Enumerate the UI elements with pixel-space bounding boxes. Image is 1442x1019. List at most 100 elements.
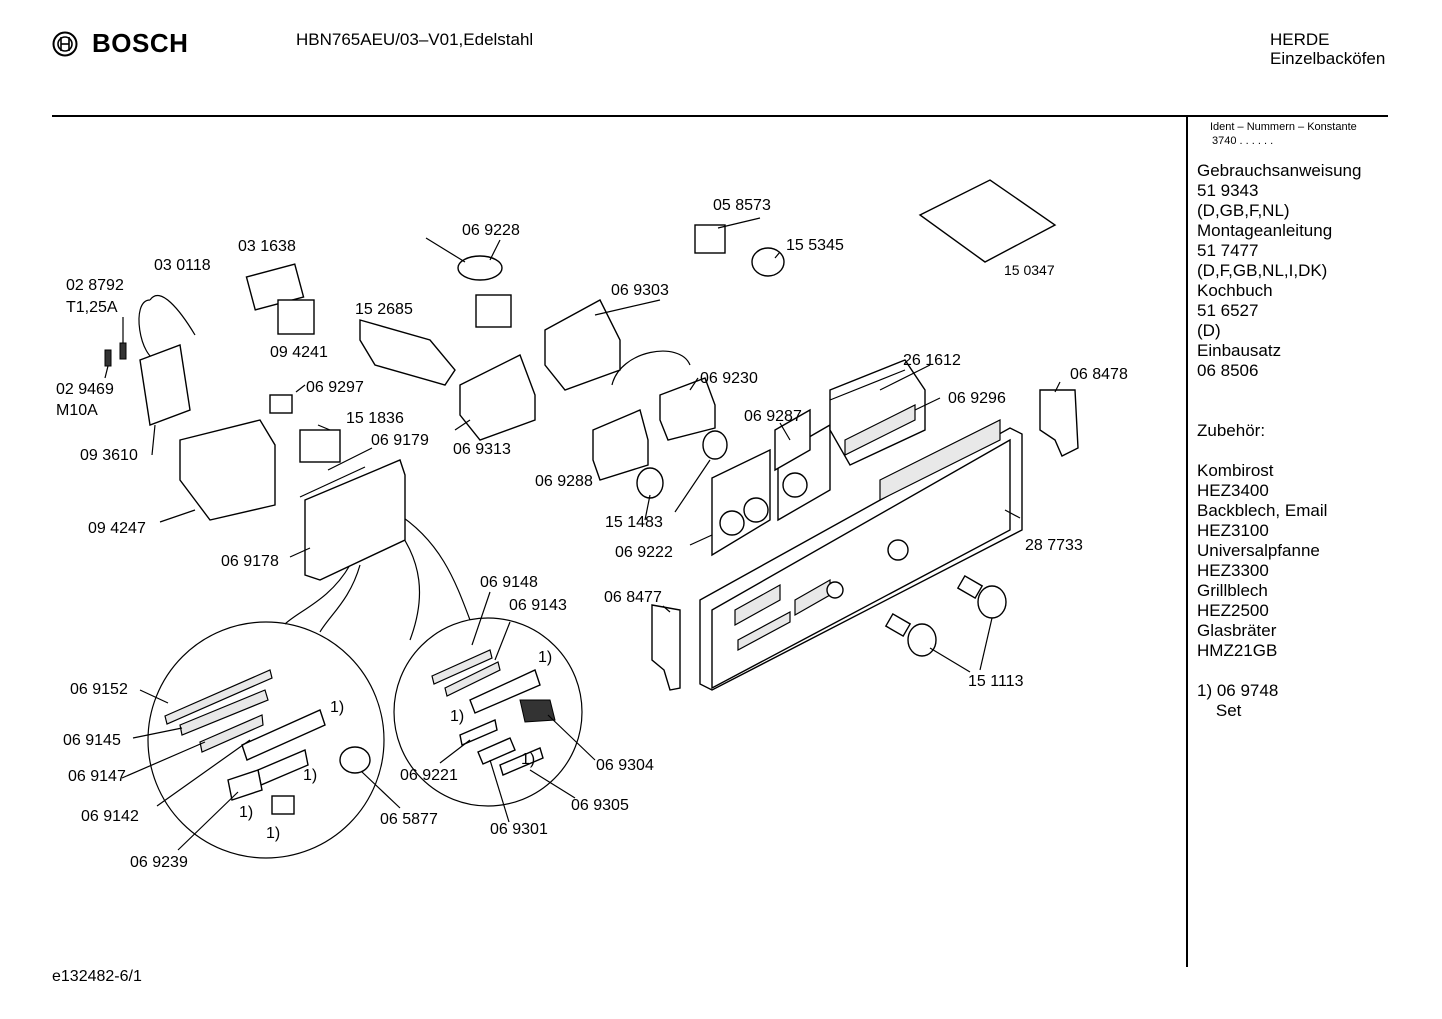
label-030118: 03 0118	[154, 257, 211, 274]
label-150347: 15 0347	[1004, 262, 1055, 278]
label-261612: 26 1612	[903, 352, 961, 369]
sidebar-line: Glasbräter	[1197, 621, 1277, 640]
fuse-part-1	[119, 342, 127, 360]
detail-bar-9143	[444, 661, 501, 697]
label-069221: 06 9221	[400, 767, 458, 784]
detail-bar-9148	[431, 649, 493, 685]
lamp-holder-part	[694, 224, 726, 254]
sidebar-line: HEZ3100	[1197, 521, 1269, 540]
sidebar-line: 1) 06 9748	[1197, 681, 1279, 700]
label-069288: 06 9288	[535, 473, 593, 490]
lamp-part-1836	[299, 429, 341, 463]
detail-key-9239	[227, 769, 263, 801]
zoom-lead-left-2	[319, 564, 361, 633]
lamp-cover-part	[751, 247, 785, 277]
knob-part-4	[702, 430, 728, 460]
sidebar-line: (D,F,GB,NL,I,DK)	[1197, 261, 1328, 280]
category: HERDE Einzelbacköfen	[1270, 30, 1385, 68]
sidebar-line: HEZ3400	[1197, 481, 1269, 500]
fuse-part-2	[104, 349, 112, 367]
sidebar-line: Backblech, Email	[1197, 501, 1328, 520]
note-marker-3: 1)	[239, 804, 253, 821]
sidebar-line: Kochbuch	[1197, 281, 1273, 300]
label-t125a: T1,25A	[66, 299, 118, 316]
model-title: HBN765AEU/03–V01,Edelstahl	[296, 30, 534, 49]
terminal-strip-part	[359, 319, 456, 386]
detail-circle-right	[393, 617, 583, 807]
label-069145: 06 9145	[63, 732, 121, 749]
label-065877: 06 5877	[380, 811, 438, 828]
zoom-lead-left	[284, 564, 351, 625]
label-069304: 06 9304	[596, 757, 654, 774]
ident-caption: Ident – Nummern – Konstante	[1210, 121, 1357, 133]
label-094241: 09 4241	[270, 344, 328, 361]
detail-keys-lower	[257, 749, 309, 786]
detail-keys-right	[469, 669, 541, 714]
switch-module-part	[277, 299, 315, 335]
sidebar-line: Kombirost	[1197, 461, 1274, 480]
label-094247: 09 4247	[88, 520, 146, 537]
label-028792: 02 8792	[66, 277, 124, 294]
rear-bracket-part	[829, 359, 926, 466]
sidebar-line	[1197, 441, 1361, 461]
label-068477: 06 8477	[604, 589, 662, 606]
brand-header: BOSCH	[52, 28, 188, 59]
label-069222: 06 9222	[615, 544, 673, 561]
detail-circle-left	[147, 621, 385, 859]
leader-lines	[104, 217, 1061, 851]
sidebar-line: Set	[1197, 701, 1242, 720]
sidebar-line: HMZ21GB	[1197, 641, 1278, 660]
top-divider	[52, 115, 1388, 117]
sidebar-line: 06 8506	[1197, 361, 1259, 380]
sidebar-line: Einbausatz	[1197, 341, 1282, 360]
sidebar-line: 51 7477	[1197, 241, 1259, 260]
detail-keys-9142	[241, 709, 326, 761]
switch-frame-part	[299, 459, 406, 581]
label-093610: 09 3610	[80, 447, 138, 464]
knob-part-3	[636, 467, 664, 499]
detail-bar-9145	[179, 689, 269, 736]
sidebar-line: 51 9343	[1197, 181, 1259, 200]
sidebar-line: 51 6527	[1197, 301, 1259, 320]
knob-part-1	[956, 574, 1007, 619]
sidebar-line: Montageanleitung	[1197, 221, 1333, 240]
label-069313: 06 9313	[453, 441, 511, 458]
label-151836: 15 1836	[346, 410, 404, 427]
sidebar-line: (D)	[1197, 321, 1221, 340]
label-058573: 05 8573	[713, 197, 771, 214]
switch-block-part-2	[611, 350, 716, 441]
sidebar-line	[1197, 401, 1361, 421]
detail-bar-9221	[459, 719, 498, 746]
sidebar-line: HEZ2500	[1197, 601, 1269, 620]
category-line-2: Einzelbacköfen	[1270, 49, 1386, 68]
control-module-part	[179, 419, 276, 521]
detail-switch-9304	[519, 699, 556, 723]
label-069179: 06 9179	[371, 432, 429, 449]
side-bracket-right-part	[1039, 389, 1079, 457]
label-069147: 06 9147	[68, 768, 126, 785]
label-069142: 06 9142	[81, 808, 139, 825]
label-152685: 15 2685	[355, 301, 413, 318]
label-069228: 06 9228	[462, 222, 520, 239]
note-marker-1: 1)	[330, 699, 344, 716]
screw-bag-part	[918, 179, 1057, 263]
label-151483: 15 1483	[605, 514, 663, 531]
brand-name: BOSCH	[92, 28, 189, 58]
side-bracket-left-part	[651, 604, 681, 691]
detail-bar-9147	[199, 714, 264, 753]
label-151113: 15 1113	[968, 673, 1024, 690]
sidebar-line: Universalpfanne	[1197, 541, 1320, 560]
detail-knob-5877	[339, 746, 371, 774]
detail-cap-part	[271, 795, 295, 815]
ident-block: Ident – Nummern – Konstante 3740 . . . .…	[1210, 120, 1357, 148]
label-m10a: M10A	[56, 402, 98, 419]
category-line-1: HERDE	[1270, 30, 1330, 49]
sidebar-line	[1197, 381, 1361, 401]
sidebar-line: (D,GB,F,NL)	[1197, 201, 1290, 220]
sidebar-line: Grillblech	[1197, 581, 1268, 600]
bracket-part-9303	[544, 299, 621, 391]
footer-code: e132482-6/1	[52, 968, 142, 985]
label-031638: 03 1638	[238, 238, 296, 255]
note-marker-4: 1)	[266, 825, 280, 842]
